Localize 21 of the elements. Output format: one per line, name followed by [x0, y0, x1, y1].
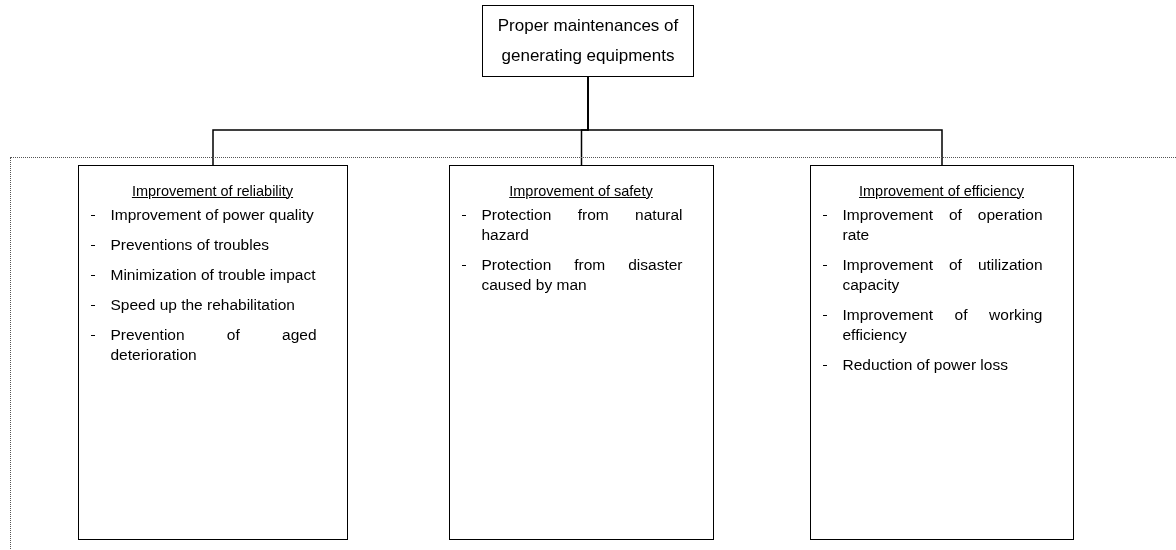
list-item-text: Minimization of trouble impact — [110, 264, 317, 285]
list-item-text: Improvement of utilization capacity — [842, 254, 1043, 295]
box-heading: Improvement of efficiency — [858, 182, 1025, 199]
list-item-text: Prevention of aged deterioration — [110, 324, 317, 365]
category-box — [77, 164, 348, 540]
box-heading: Improvement of safety — [508, 182, 654, 199]
list-item-text: Improvement of power quality — [110, 204, 315, 225]
connector-line — [587, 76, 943, 166]
category-box — [448, 164, 714, 540]
list-item-text: Speed up the rehabilitation — [110, 294, 296, 315]
category-box — [809, 164, 1074, 540]
list-item-text: Reduction of power loss — [842, 354, 1009, 375]
list-item-text: Preventions of troubles — [110, 234, 271, 255]
dotted-group-frame — [10, 157, 1176, 550]
list-item-text: Improvement of operation rate — [842, 204, 1043, 245]
box-title: Proper maintenances of generating equipments — [496, 15, 680, 67]
list-item-text: Protection from natural hazard — [481, 204, 683, 245]
box-heading: Improvement of reliability — [130, 182, 295, 199]
list-item-text: Improvement of working efficiency — [842, 304, 1043, 345]
list-item-text: Protection from disaster caused by man — [481, 254, 683, 295]
root-box — [482, 5, 694, 77]
